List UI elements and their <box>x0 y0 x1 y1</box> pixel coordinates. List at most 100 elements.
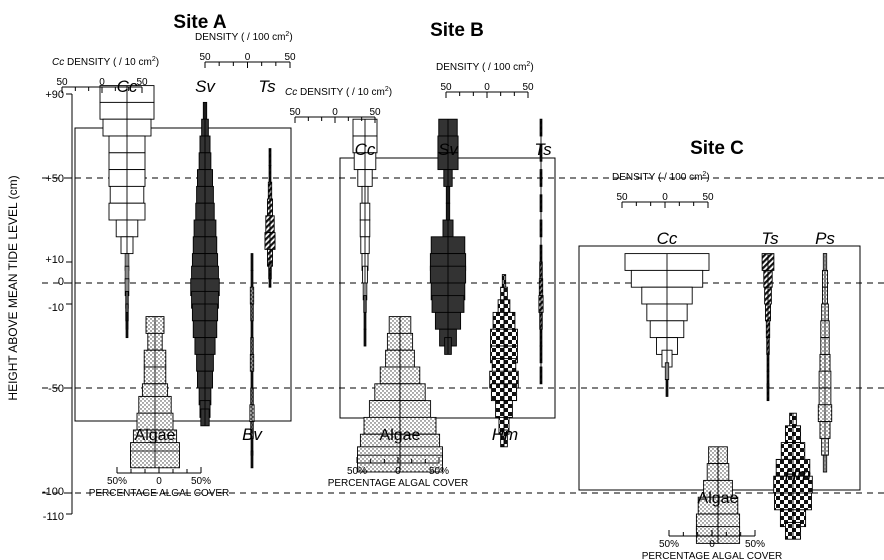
algal-tick-label: 50% <box>191 476 211 487</box>
scale-tick-label: 50 <box>440 82 452 93</box>
site-a-algae-kite <box>130 316 180 469</box>
site-c-title: Site C <box>690 138 744 159</box>
site-a-sv-kite <box>190 101 220 427</box>
site-c-density-scale: DENSITY ( / 100 cm2) 50 0 50 <box>612 171 714 208</box>
scale-close: ) <box>389 87 392 98</box>
site-c-algae-kite <box>695 446 741 544</box>
scale-text: DENSITY ( / 100 cm <box>612 172 702 183</box>
scale-tick-label: 0 <box>245 52 251 63</box>
algal-tick-label: 50% <box>429 466 449 477</box>
y-tick-label-90: +90 <box>45 89 64 101</box>
site-b-cc-density-scale: Cc DENSITY ( / 10 cm2) 50 0 50 <box>285 86 392 123</box>
scale-text: DENSITY ( / 10 cm <box>300 87 385 98</box>
scale-tick-label: 50 <box>616 192 628 203</box>
algal-tick-label: 50% <box>745 539 765 550</box>
site-b-ts-label: Ts <box>534 140 552 159</box>
site-c-ts-label: Ts <box>761 229 779 248</box>
scale-tick-label: 50 <box>289 107 301 118</box>
site-a-bv-kite <box>249 253 255 469</box>
species-kites <box>99 85 833 544</box>
algal-tick-label: 0 <box>395 466 401 477</box>
site-c-ts-kite <box>761 253 775 402</box>
scale-sup: 2 <box>152 56 156 63</box>
site-a-algae-label: Algae <box>135 427 176 444</box>
site-c-algal-cover-scale: 50% 0 50%PERCENTAGE ALGAL COVER <box>642 530 783 560</box>
algal-tick-label: 50% <box>659 539 679 550</box>
scale-species: Cc <box>285 87 300 98</box>
algal-tick-label: 0 <box>156 476 162 487</box>
site-a-bv-label: Bv <box>242 425 263 444</box>
site-a-sv-label: Sv <box>195 77 216 96</box>
scale-tick-label: 0 <box>99 77 105 88</box>
scale-text: DENSITY ( / 100 cm <box>195 32 285 43</box>
site-a-title: Site A <box>173 12 226 33</box>
site-a-scale-title: DENSITY ( / 100 cm2) <box>195 31 293 43</box>
y-tick-label-50: +50 <box>45 173 64 185</box>
scale-tick-label: 50 <box>284 52 296 63</box>
y-tick-label-10: +10 <box>45 254 64 266</box>
site-a-scale-title: Cc DENSITY ( / 10 cm2) <box>52 56 159 68</box>
site-a-cc-density-scale: Cc DENSITY ( / 10 cm2) 50 0 50 <box>52 56 159 93</box>
scale-text: DENSITY ( / 100 cm <box>436 62 526 73</box>
site-c-scale-title: DENSITY ( / 100 cm2) <box>612 171 710 183</box>
site-a-ts-label: Ts <box>258 77 276 96</box>
site-b-algae-label: Algae <box>380 427 421 444</box>
site-b-ts-kite <box>538 118 544 385</box>
y-tick-label-110: -110 <box>43 511 64 523</box>
site-c-hm-label: Hm <box>785 465 811 484</box>
scale-close: ) <box>156 57 159 68</box>
scale-tick-label: 0 <box>484 82 490 93</box>
site-b-title: Site B <box>430 20 484 41</box>
scale-close: ) <box>289 32 292 43</box>
site-c-algal-cover-title: PERCENTAGE ALGAL COVER <box>642 551 783 560</box>
scale-tick-label: 50 <box>56 77 68 88</box>
scale-close: ) <box>530 62 533 73</box>
scale-tick-label: 0 <box>332 107 338 118</box>
site-c-cc-label: Cc <box>657 229 678 248</box>
site-b-cc-label: Cc <box>355 140 376 159</box>
site-a-algal-cover-title: PERCENTAGE ALGAL COVER <box>89 488 230 499</box>
site-a-ts-kite <box>264 148 276 288</box>
y-tick-label-0: 0 <box>58 276 64 288</box>
algal-tick-label: 50% <box>107 476 127 487</box>
scale-sup: 2 <box>526 61 530 68</box>
scale-tick-label: 50 <box>702 192 714 203</box>
algal-tick-label: 0 <box>709 539 715 550</box>
site-b-hm-kite <box>489 274 519 448</box>
site-a-density-scale: DENSITY ( / 100 cm2) 50 0 50 <box>195 31 296 68</box>
site-b-algal-cover-title: PERCENTAGE ALGAL COVER <box>328 478 469 489</box>
y-tick-label-50: -50 <box>48 383 64 395</box>
scale-tick-label: 50 <box>369 107 381 118</box>
site-b-scale-title: DENSITY ( / 100 cm2) <box>436 61 534 73</box>
scale-tick-label: 50 <box>136 77 148 88</box>
scale-sup: 2 <box>285 31 289 38</box>
scale-close: ) <box>706 172 709 183</box>
site-b-sv-label: Sv <box>438 140 459 159</box>
algal-tick-label: 50% <box>347 466 367 477</box>
site-c-cc-kite <box>624 253 710 397</box>
scale-tick-label: 0 <box>662 192 668 203</box>
site-b-cc-kite <box>352 118 378 347</box>
scale-sup: 2 <box>385 86 389 93</box>
y-tick-label-10: -10 <box>48 302 64 314</box>
site-b-hm-label: Hm <box>492 425 518 444</box>
y-axis: +90 +50 +10 0 -10 -50 -100 -110 HEIGHT ABOVE MEA… <box>6 89 73 523</box>
site-c-ps-kite <box>817 253 833 473</box>
site-c-algae-label: Algae <box>698 490 739 507</box>
site-a-cc-kite <box>99 85 155 339</box>
site-c-hm-kite <box>773 412 813 540</box>
site-a-algal-cover-scale: 50% 0 50%PERCENTAGE ALGAL COVER <box>89 467 230 499</box>
scale-tick-label: 50 <box>522 82 534 93</box>
scale-sup: 2 <box>702 171 706 178</box>
site-c-ps-label: Ps <box>815 229 835 248</box>
y-tick-label-100: -100 <box>42 486 64 498</box>
scale-tick-label: 50 <box>199 52 211 63</box>
scale-species: Cc <box>52 57 67 68</box>
site-b-algae-kite <box>357 316 443 473</box>
y-axis-label: HEIGHT ABOVE MEAN TIDE LEVEL (cm) <box>6 175 20 400</box>
site-a-cc-label: Cc <box>117 77 138 96</box>
site-b-scale-title: Cc DENSITY ( / 10 cm2) <box>285 86 392 98</box>
